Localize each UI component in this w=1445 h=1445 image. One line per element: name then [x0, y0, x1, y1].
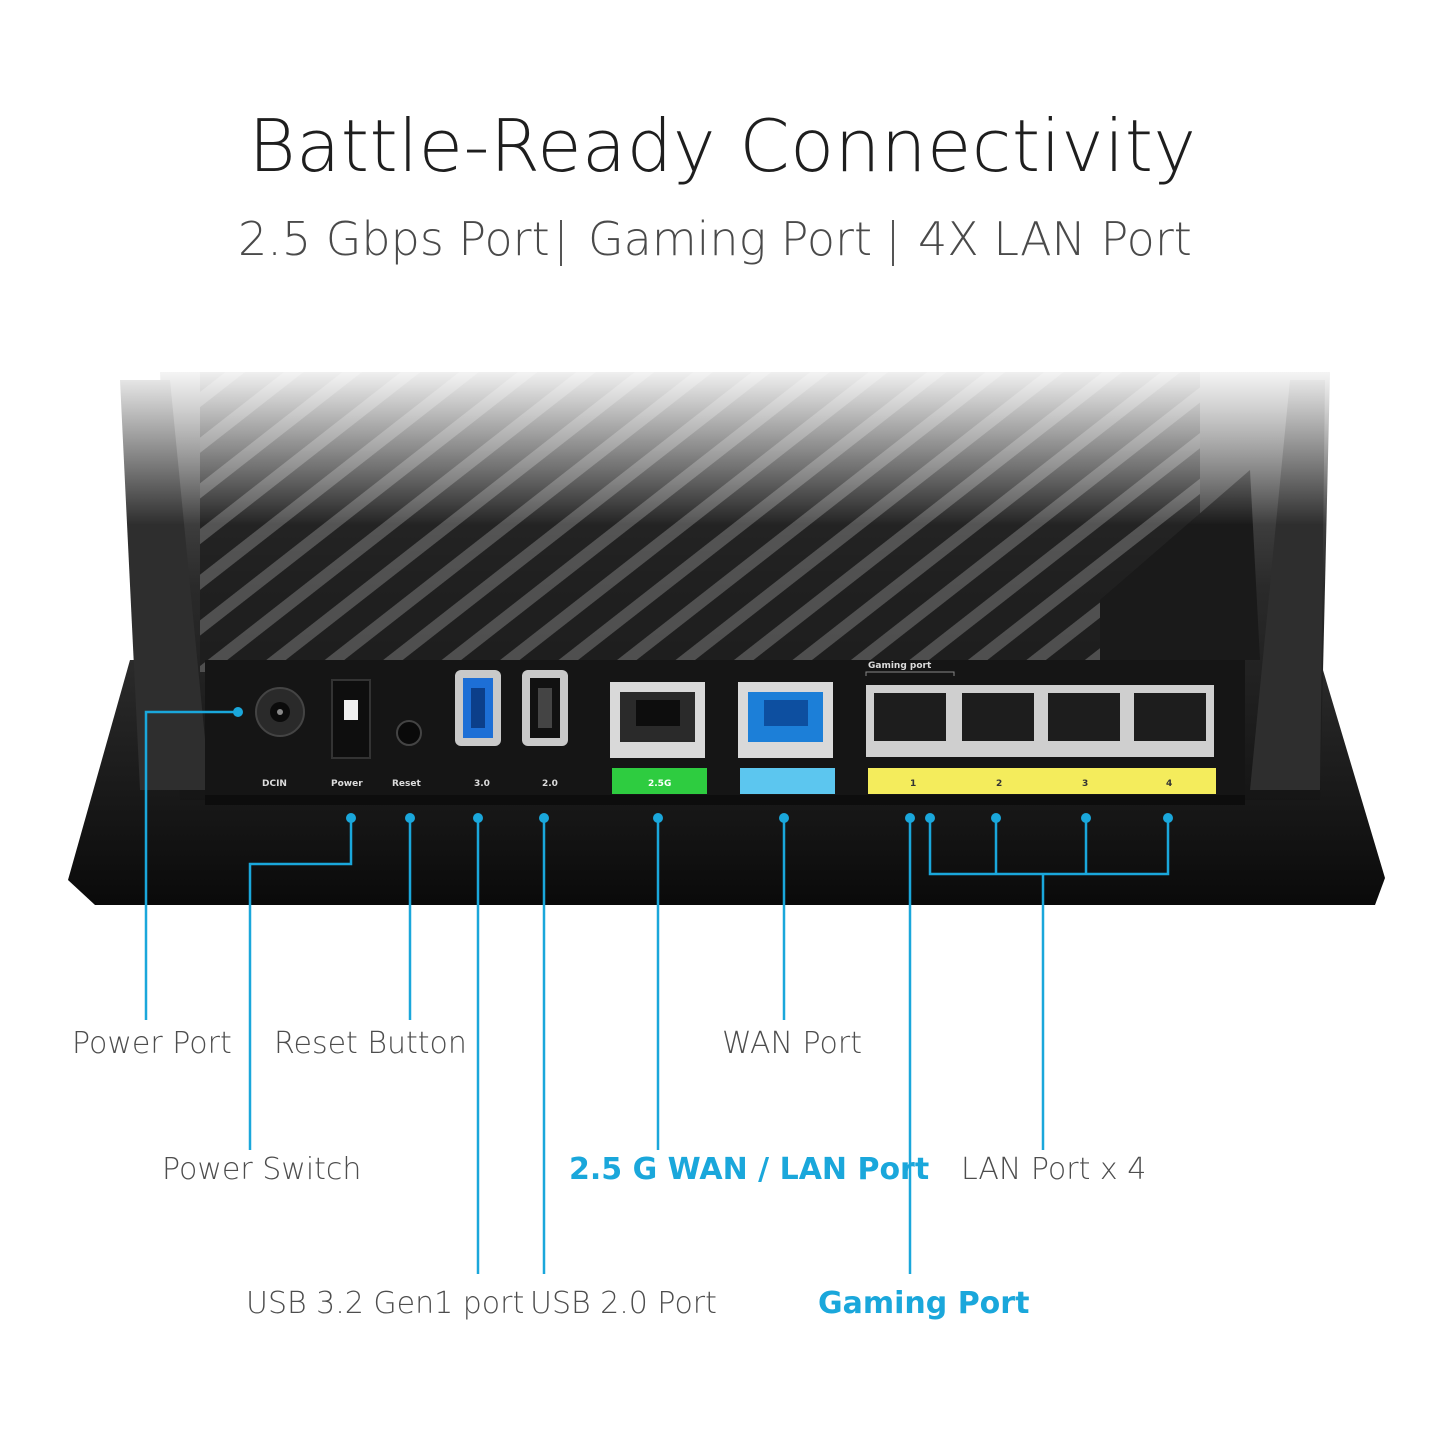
- label-usb2: 2.0: [542, 779, 558, 789]
- label-reset: Reset: [392, 779, 421, 789]
- callout-reset-button: Reset Button: [274, 1026, 467, 1061]
- feature-divider: [892, 220, 894, 266]
- label-lan1: 1: [910, 779, 916, 789]
- feature-list: 2.5 Gbps Port Gaming Port 4X LAN Port: [0, 212, 1445, 272]
- callout-gaming-port: Gaming Port: [818, 1286, 1030, 1321]
- label-25g-text: 2.5G: [648, 779, 671, 789]
- callout-power-port: Power Port: [72, 1026, 232, 1061]
- callout-lines: [144, 710, 1170, 1274]
- feature-divider: [560, 220, 562, 266]
- callout-power-switch: Power Switch: [162, 1152, 362, 1187]
- feature-gaming-port: Gaming Port: [588, 212, 872, 266]
- label-lan: [868, 768, 1216, 794]
- label-power: Power: [331, 779, 363, 789]
- label-lan2: 2: [996, 779, 1002, 789]
- gaming-port-panel-label: Gaming port: [868, 661, 932, 671]
- page-title: Battle-Ready Connectivity: [248, 104, 1197, 188]
- feature-25gbps: 2.5 Gbps Port: [238, 212, 550, 266]
- callout-wan-port: WAN Port: [722, 1026, 862, 1061]
- callout-dots: [233, 707, 1173, 823]
- label-dcin: DCIN: [262, 779, 287, 789]
- feature-4x-lan: 4X LAN Port: [918, 212, 1192, 266]
- label-lan4: 4: [1166, 779, 1172, 789]
- callout-usb-32: USB 3.2 Gen1 port: [246, 1286, 525, 1321]
- callout-usb-20: USB 2.0 Port: [530, 1286, 717, 1321]
- label-usb3: 3.0: [474, 779, 490, 789]
- label-lan3: 3: [1082, 779, 1088, 789]
- lan-ports: [866, 685, 1214, 757]
- callout-lan-port-x4: LAN Port x 4: [961, 1152, 1147, 1187]
- label-25g: [612, 768, 707, 794]
- callout-25g-wan-lan: 2.5 G WAN / LAN Port: [569, 1152, 930, 1187]
- reset-button: [396, 720, 422, 746]
- label-wan: [740, 768, 835, 794]
